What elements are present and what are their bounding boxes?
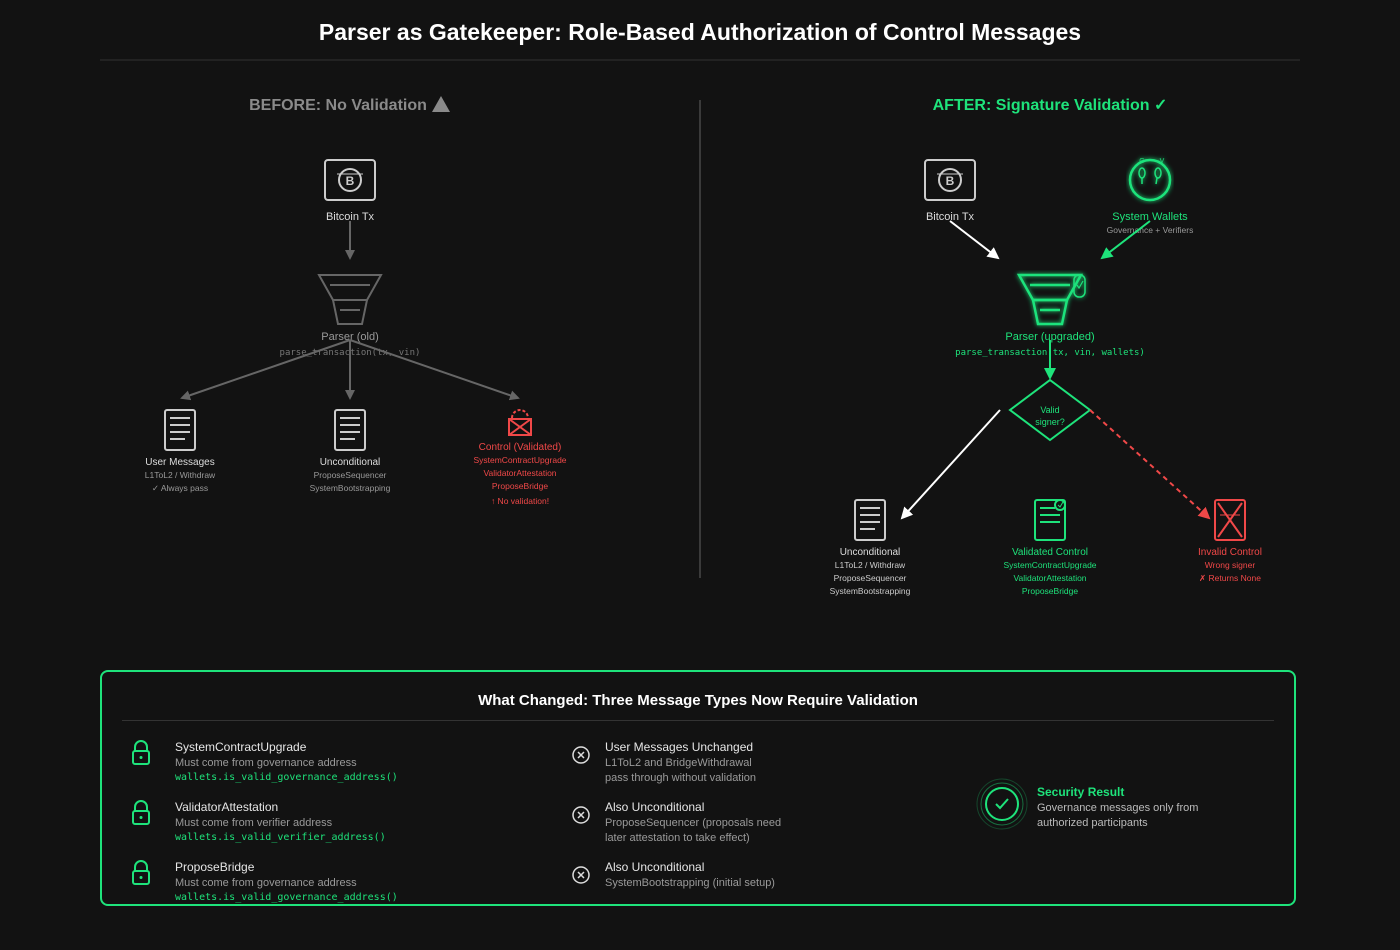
security-result: Security Result Governance messages only… <box>975 777 1275 837</box>
before-output-title: Control (Validated) <box>479 442 562 453</box>
item-desc: Must come from governance address <box>175 877 357 889</box>
output-line: SystemContractUpgrade <box>473 455 566 465</box>
arrow <box>900 409 1001 520</box>
lock-icon <box>132 740 150 765</box>
item-desc: ProposeSequencer (proposals need later a… <box>605 817 782 844</box>
arrow <box>1100 220 1151 260</box>
output-line: L1ToL2 / Withdraw <box>835 560 906 570</box>
output-line: ProposeSequencer <box>834 573 907 583</box>
output-line: ✗ Returns None <box>1199 573 1261 583</box>
item-desc: SystemBootstrapping (initial setup) <box>605 877 775 889</box>
wallets-sub: Governance + Verifiers <box>1107 225 1194 235</box>
output-line: ↑ No validation! <box>491 496 549 506</box>
result-desc: Governance messages only from authorized… <box>1037 802 1199 829</box>
item-title: User Messages Unchanged <box>605 740 754 754</box>
wallet-keys-icon: G V <box>1128 158 1172 202</box>
flow-diagram: Parser as Gatekeeper: Role-Based Authori… <box>100 19 1300 596</box>
lock-icon <box>132 800 150 825</box>
broken-lock-icon <box>508 409 532 436</box>
bitcoin-tx-icon: B <box>324 159 376 201</box>
after-output-title: Validated Control <box>1012 547 1088 558</box>
item-code: wallets.is_valid_governance_address() <box>175 892 398 903</box>
bitcoin-tx-icon: B <box>924 159 976 201</box>
upgraded-funnel-icon <box>1016 273 1086 326</box>
after-output-title: Unconditional <box>840 547 901 558</box>
item-title: SystemContractUpgrade <box>175 740 307 754</box>
decision-diamond <box>1008 378 1092 442</box>
output-line: ProposeSequencer <box>314 470 387 480</box>
output-line: L1ToL2 / Withdraw <box>145 470 216 480</box>
output-line: ✓ Always pass <box>152 483 208 493</box>
item-title: ProposeBridge <box>175 860 255 874</box>
item-code: wallets.is_valid_verifier_address() <box>175 832 386 843</box>
item-code: wallets.is_valid_governance_address() <box>175 772 398 783</box>
arrow <box>349 339 520 401</box>
after-heading: AFTER: Signature Validation ✓ <box>933 97 1168 114</box>
document-icon <box>334 409 366 451</box>
x-circle-icon <box>572 866 590 884</box>
wallet-letter: V <box>1160 158 1165 165</box>
svg-text:B: B <box>346 174 355 188</box>
output-line: ProposeBridge <box>492 481 549 491</box>
x-circle-icon <box>572 746 590 764</box>
output-line: SystemContractUpgrade <box>1003 560 1096 570</box>
after-output-title: Invalid Control <box>1198 547 1262 558</box>
item-desc: Must come from governance address <box>175 757 357 769</box>
summary-title: What Changed: Three Message Types Now Re… <box>478 692 918 709</box>
output-line: ValidatorAttestation <box>1013 573 1086 583</box>
verified-document-icon <box>1034 499 1066 541</box>
item-title: Also Unconditional <box>605 800 705 814</box>
summary-divider <box>122 720 1274 721</box>
item-title: ValidatorAttestation <box>175 800 279 814</box>
before-parser-label: Parser (old) <box>321 331 378 343</box>
rejected-document-icon <box>1214 499 1246 541</box>
output-line: SystemBootstrapping <box>830 586 911 596</box>
item-desc: L1ToL2 and BridgeWithdrawal pass through… <box>605 757 757 784</box>
reject-arrow <box>1089 409 1211 520</box>
page-title: Parser as Gatekeeper: Role-Based Authori… <box>319 19 1081 45</box>
before-source-label: Bitcoin Tx <box>326 211 375 223</box>
result-title: Security Result <box>1037 785 1125 799</box>
arrow <box>180 339 351 401</box>
funnel-icon <box>317 274 383 325</box>
warning-icon <box>432 96 450 112</box>
after-parser-label: Parser (upgraded) <box>1005 331 1094 343</box>
shield-check-icon <box>976 778 1028 830</box>
summary-panel: What Changed: Three Message Types Now Re… <box>100 670 1296 906</box>
document-icon <box>164 409 196 451</box>
wallets-label: System Wallets <box>1112 211 1188 223</box>
decision-label: signer? <box>1035 417 1065 427</box>
svg-text:B: B <box>946 174 955 188</box>
lock-icon <box>132 860 150 885</box>
item-desc: Must come from verifier address <box>175 817 333 829</box>
arrow <box>949 220 1000 260</box>
output-line: ProposeBridge <box>1022 586 1079 596</box>
before-output-title: Unconditional <box>320 457 381 468</box>
before-output-title: User Messages <box>145 457 214 468</box>
decision-label: Valid <box>1040 405 1059 415</box>
document-icon <box>854 499 886 541</box>
output-line: SystemBootstrapping <box>310 483 391 493</box>
output-line: Wrong signer <box>1205 560 1256 570</box>
wallet-letter: G <box>1139 158 1144 165</box>
x-circle-icon <box>572 806 590 824</box>
after-source-label: Bitcoin Tx <box>926 211 975 223</box>
before-heading: BEFORE: No Validation <box>249 97 427 114</box>
item-title: Also Unconditional <box>605 860 705 874</box>
output-line: ValidatorAttestation <box>483 468 556 478</box>
